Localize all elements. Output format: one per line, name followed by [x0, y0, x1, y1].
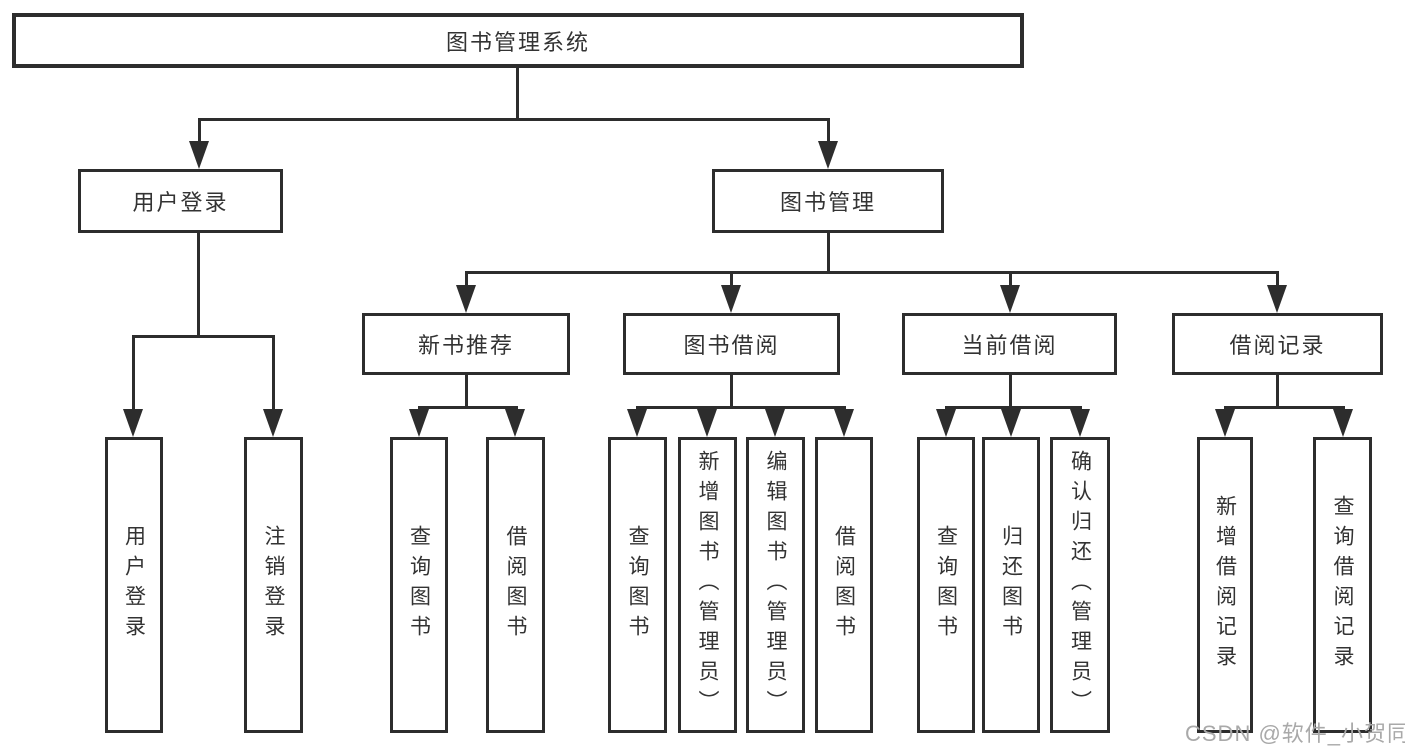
arrowhead-book-borrowing [721, 285, 741, 313]
arrowhead-bb-edit [765, 409, 785, 437]
leaf-logout-label: 注销登录 [262, 525, 285, 645]
leaf-bb-borrow-books-label: 借阅图书 [832, 525, 856, 645]
arrowhead-new-book [456, 285, 476, 313]
arrowhead-cb-return [1001, 409, 1021, 437]
leaf-cb-return-books: 归还图书 [982, 437, 1040, 733]
connector-book-management-stem [827, 233, 830, 274]
leaf-bb-query-books-label: 查询图书 [626, 525, 649, 645]
arrowhead-cb-query [936, 409, 956, 437]
leaf-cb-return-books-label: 归还图书 [999, 525, 1023, 645]
arrowhead-bb-add [697, 409, 717, 437]
connector-to-user-login [198, 118, 201, 144]
node-root-label: 图书管理系统 [445, 29, 590, 55]
leaf-br-add-record: 新增借阅记录 [1197, 437, 1253, 733]
node-book-borrowing-label: 图书借阅 [683, 333, 780, 358]
connector-to-current-borrowing [1009, 271, 1012, 287]
leaf-cb-confirm-return-admin-label: 确认归还（管理员） [1068, 450, 1092, 720]
connector-to-book-borrowing [730, 271, 733, 287]
node-new-book-recommend: 新书推荐 [362, 313, 570, 375]
connector-new-book-bus [418, 406, 518, 409]
arrowhead-book-management [818, 141, 838, 169]
leaf-nb-borrow-books-label: 借阅图书 [504, 525, 527, 645]
leaf-br-add-record-label: 新增借阅记录 [1213, 495, 1237, 675]
arrowhead-leaf-logout [263, 409, 283, 437]
connector-to-leaf-login [132, 335, 135, 411]
arrowhead-br-query [1333, 409, 1353, 437]
arrowhead-user-login [189, 141, 209, 169]
arrowhead-nb-borrow [505, 409, 525, 437]
connector-borrowing-records-stem [1276, 375, 1279, 409]
leaf-cb-query-books: 查询图书 [917, 437, 975, 733]
connector-to-borrowing-records [1276, 271, 1279, 287]
connector-root-stem [516, 68, 519, 120]
node-root: 图书管理系统 [12, 13, 1024, 68]
node-user-login-label: 用户登录 [132, 190, 229, 215]
leaf-nb-query-books: 查询图书 [390, 437, 448, 733]
arrowhead-cb-confirm [1070, 409, 1090, 437]
connector-current-borrowing-stem [1009, 375, 1012, 409]
leaf-user-login: 用户登录 [105, 437, 163, 733]
node-book-management-label: 图书管理 [779, 190, 876, 215]
connector-book-borrowing-stem [730, 375, 733, 409]
connector-to-leaf-logout [272, 335, 275, 411]
leaf-bb-add-books-admin: 新增图书（管理员） [678, 437, 737, 733]
connector-book-borrowing-bus [636, 406, 846, 409]
node-user-login: 用户登录 [78, 169, 283, 233]
connector-root-bus [198, 118, 830, 121]
node-book-borrowing: 图书借阅 [623, 313, 840, 375]
arrowhead-bb-borrow [834, 409, 854, 437]
leaf-br-query-record: 查询借阅记录 [1313, 437, 1372, 733]
connector-user-login-bus [132, 335, 275, 338]
connector-new-book-stem [465, 375, 468, 409]
leaf-bb-borrow-books: 借阅图书 [815, 437, 873, 733]
arrowhead-current-borrowing [1000, 285, 1020, 313]
leaf-cb-confirm-return-admin: 确认归还（管理员） [1050, 437, 1110, 733]
leaf-br-query-record-label: 查询借阅记录 [1331, 495, 1354, 675]
arrowhead-br-add [1215, 409, 1235, 437]
leaf-nb-borrow-books: 借阅图书 [486, 437, 545, 733]
connector-to-book-management [827, 118, 830, 144]
connector-current-borrowing-bus [945, 406, 1082, 409]
arrowhead-nb-query [409, 409, 429, 437]
leaf-cb-query-books-label: 查询图书 [934, 525, 958, 645]
leaf-nb-query-books-label: 查询图书 [407, 525, 431, 645]
arrowhead-bb-query [627, 409, 647, 437]
watermark: CSDN @软件_小贺同学 [1185, 716, 1405, 747]
node-borrowing-records-label: 借阅记录 [1229, 333, 1326, 358]
connector-book-management-bus [465, 271, 1279, 274]
leaf-bb-add-books-admin-label: 新增图书（管理员） [696, 450, 719, 720]
connector-to-new-book [465, 271, 468, 287]
connector-borrowing-records-bus [1224, 406, 1345, 409]
arrowhead-borrowing-records [1267, 285, 1287, 313]
connector-user-login-stem [197, 233, 200, 335]
arrowhead-leaf-login [123, 409, 143, 437]
node-book-management: 图书管理 [712, 169, 944, 233]
node-current-borrowing-label: 当前借阅 [961, 333, 1058, 358]
leaf-user-login-label: 用户登录 [122, 525, 146, 645]
node-new-book-recommend-label: 新书推荐 [417, 333, 514, 358]
leaf-bb-query-books: 查询图书 [608, 437, 667, 733]
leaf-logout: 注销登录 [244, 437, 303, 733]
watermark-text: CSDN @软件_小贺同 [1185, 721, 1405, 746]
leaf-bb-edit-books-admin: 编辑图书（管理员） [746, 437, 805, 733]
leaf-bb-edit-books-admin-label: 编辑图书（管理员） [764, 450, 787, 720]
node-borrowing-records: 借阅记录 [1172, 313, 1383, 375]
node-current-borrowing: 当前借阅 [902, 313, 1117, 375]
